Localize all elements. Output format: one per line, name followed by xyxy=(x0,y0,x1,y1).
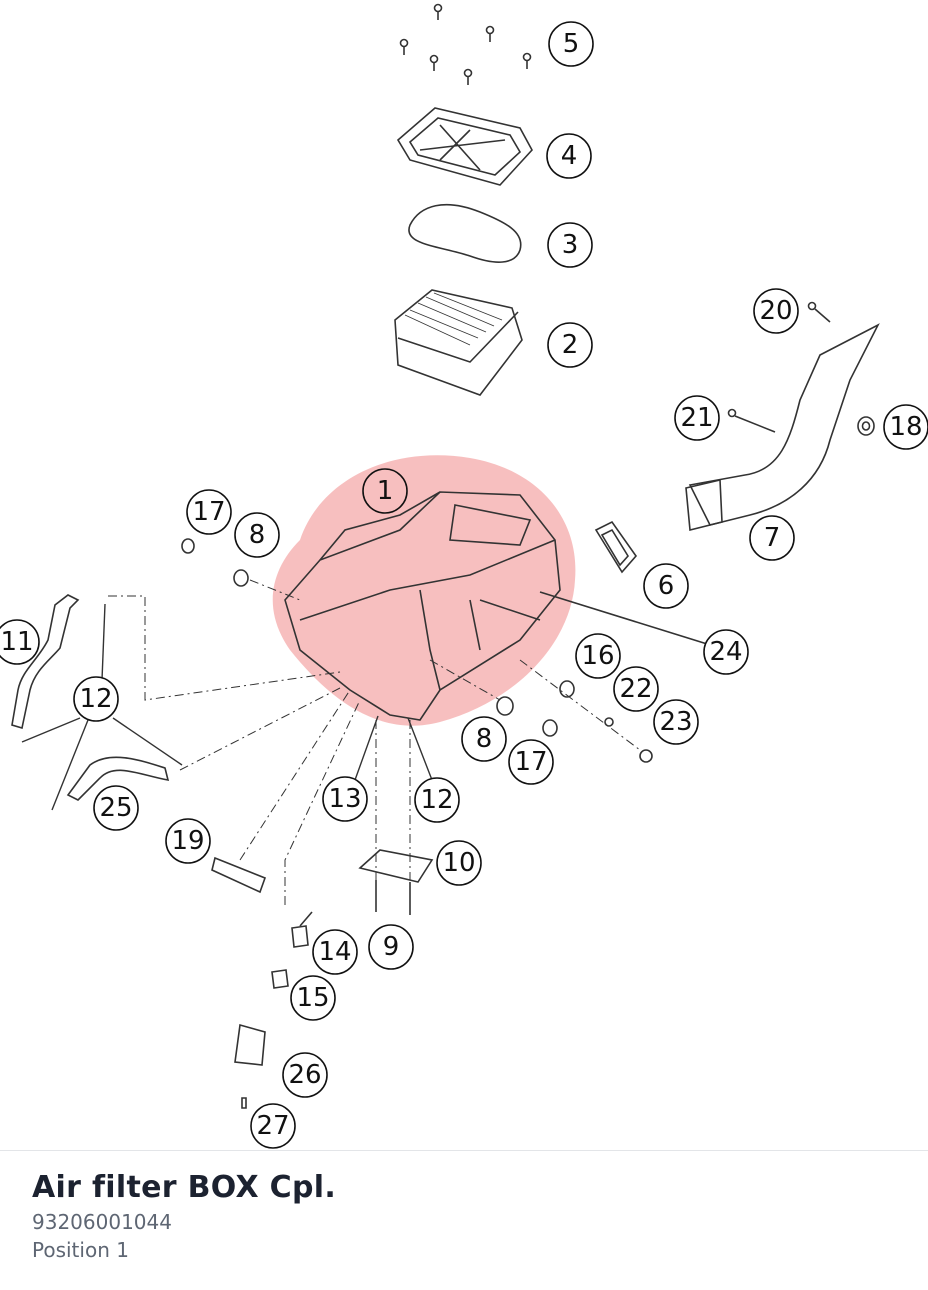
callout-11[interactable] xyxy=(0,619,40,665)
exploded-parts-diagram: 1 2 3 4 5 6 7 8 8 9 10 11 12 12 13 14 15… xyxy=(0,3,928,1149)
callout-label: 16 xyxy=(581,641,614,671)
callout-7[interactable] xyxy=(749,515,795,561)
callout-3[interactable] xyxy=(547,222,593,268)
callout-17b[interactable] xyxy=(508,739,554,785)
callout-label: 8 xyxy=(249,520,266,550)
callout-26[interactable] xyxy=(282,1052,328,1098)
gasket-part-3 xyxy=(408,203,522,263)
callout-label: 6 xyxy=(658,571,675,601)
callout-6[interactable] xyxy=(643,563,689,609)
callout-label: 13 xyxy=(328,784,361,814)
part-position: Position 1 xyxy=(32,1238,129,1262)
highlight-air-filter-box[interactable] xyxy=(272,455,576,726)
rubber-part-6 xyxy=(594,520,638,574)
callout-10[interactable] xyxy=(436,840,482,886)
callout-17a[interactable] xyxy=(186,489,232,535)
callout-label: 10 xyxy=(442,848,475,878)
callout-label: 19 xyxy=(171,826,204,856)
callout-label: 8 xyxy=(476,724,493,754)
callout-label: 7 xyxy=(764,523,781,553)
callout-4[interactable] xyxy=(546,133,592,179)
part-info-panel: Air filter BOX Cpl. 93206001044 Position… xyxy=(32,1168,336,1264)
callout-label: 3 xyxy=(562,230,579,260)
cover-part-4 xyxy=(396,107,533,186)
hose-part-25 xyxy=(66,756,170,801)
callout-23[interactable] xyxy=(653,699,699,745)
callout-24[interactable] xyxy=(703,629,749,675)
divider xyxy=(0,1150,928,1151)
screws-part-5 xyxy=(399,3,532,85)
part-number: 93206001044 xyxy=(32,1210,172,1234)
callout-12a[interactable] xyxy=(73,676,119,722)
callout-label: 1 xyxy=(377,476,394,506)
callout-1[interactable] xyxy=(362,468,408,514)
airbox-part-1 xyxy=(284,491,561,721)
filter-part-2 xyxy=(394,289,523,396)
callout-5[interactable] xyxy=(548,21,594,67)
callout-label: 5 xyxy=(563,29,580,59)
callout-14[interactable] xyxy=(312,929,358,975)
callout-label: 17 xyxy=(192,497,225,527)
callout-label: 24 xyxy=(709,637,742,667)
part-title: Air filter BOX Cpl. xyxy=(32,1170,337,1205)
callout-label: 27 xyxy=(256,1111,289,1141)
callout-label: 18 xyxy=(889,412,922,442)
callout-label: 23 xyxy=(659,707,692,737)
callout-19[interactable] xyxy=(165,818,211,864)
callout-8a[interactable] xyxy=(234,512,280,558)
callout-label: 12 xyxy=(420,785,453,815)
callout-label: 11 xyxy=(0,627,33,657)
callout-2[interactable] xyxy=(547,322,593,368)
callout-label: 26 xyxy=(288,1060,321,1090)
callout-9[interactable] xyxy=(368,924,414,970)
callout-label: 14 xyxy=(318,937,351,967)
callout-13[interactable] xyxy=(322,776,368,822)
callout-16[interactable] xyxy=(575,633,621,679)
callout-18[interactable] xyxy=(883,404,928,450)
callout-12b[interactable] xyxy=(414,777,460,823)
callout-21[interactable] xyxy=(674,395,720,441)
callout-label: 21 xyxy=(680,403,713,433)
callout-label: 22 xyxy=(619,674,652,704)
callout-label: 17 xyxy=(514,747,547,777)
callout-20[interactable] xyxy=(753,288,799,334)
callout-label: 2 xyxy=(562,330,579,360)
callout-label: 25 xyxy=(99,793,132,823)
callout-25[interactable] xyxy=(93,785,139,831)
callout-8b[interactable] xyxy=(461,716,507,762)
callout-label: 12 xyxy=(79,684,112,714)
intake-duct-part-7 xyxy=(685,323,880,532)
hose-part-11 xyxy=(11,594,80,730)
callout-27[interactable] xyxy=(250,1103,296,1149)
callout-22[interactable] xyxy=(613,666,659,712)
callout-15[interactable] xyxy=(290,975,336,1021)
callout-label: 15 xyxy=(296,983,329,1013)
callout-label: 20 xyxy=(759,296,792,326)
callout-label: 4 xyxy=(561,141,578,171)
callout-label: 9 xyxy=(383,932,400,962)
